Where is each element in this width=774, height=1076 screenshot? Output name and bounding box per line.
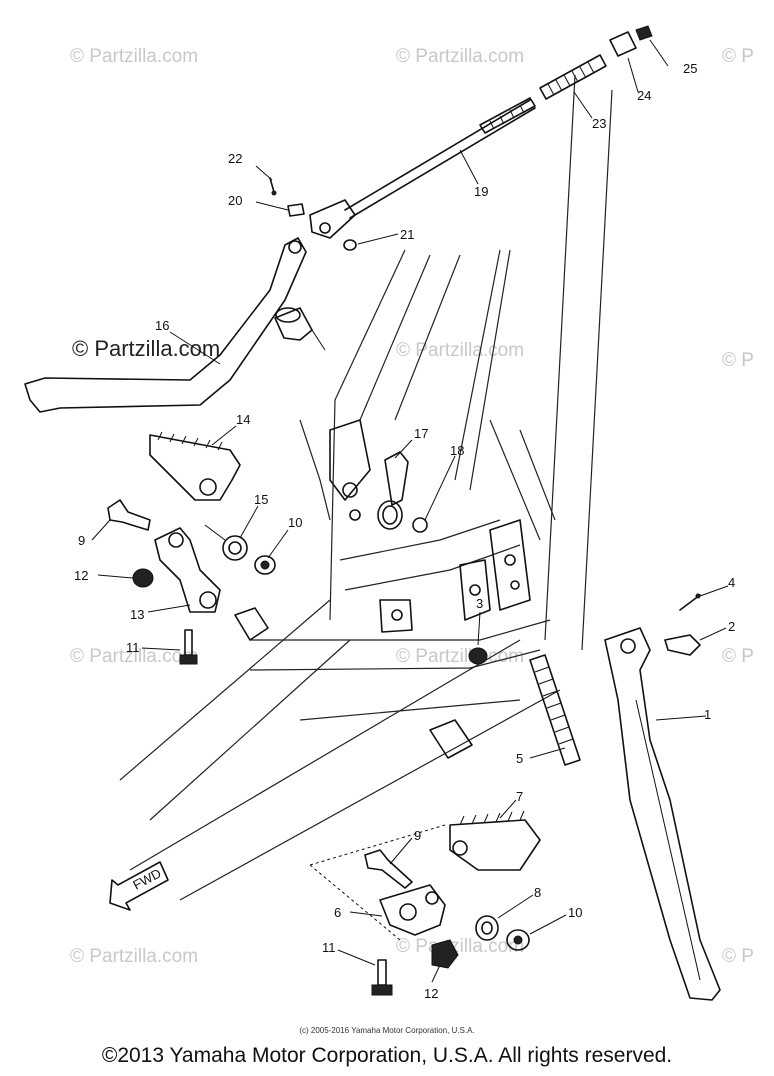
bolt-2 <box>664 634 701 656</box>
spring-15 <box>204 524 248 561</box>
callout-1: 1 <box>704 707 711 722</box>
cotter-pin-22 <box>269 177 277 196</box>
copyright-notice: ©2013 Yamaha Motor Corporation, U.S.A. A… <box>101 1044 673 1067</box>
bushing-mount <box>234 607 269 641</box>
callout-9b: 9 <box>414 828 421 843</box>
footrest-14 <box>149 431 241 501</box>
pin-4 <box>679 593 701 611</box>
bracket-17 <box>384 451 409 506</box>
callout-10a: 10 <box>288 515 302 530</box>
callout-5: 5 <box>516 751 523 766</box>
watermark: © Partzilla.com <box>396 46 525 67</box>
callout-14: 14 <box>236 412 250 427</box>
callout-18: 18 <box>450 443 464 458</box>
spring-5 <box>529 654 581 766</box>
spring-8 <box>475 915 499 941</box>
footrest-7 <box>449 810 541 871</box>
callout-11a: 11 <box>126 640 140 655</box>
callout-25: 25 <box>683 61 697 76</box>
nut-3 <box>468 647 488 665</box>
callout-23: 23 <box>592 116 606 131</box>
brake-rod <box>344 97 536 219</box>
callout-11b: 11 <box>322 940 336 955</box>
washer-21 <box>343 239 357 251</box>
callout-9a: 9 <box>78 533 85 548</box>
bracket-6 <box>379 884 446 936</box>
collar-12 <box>132 568 154 588</box>
nut-25 <box>635 25 653 41</box>
watermark: © Partzilla.com <box>70 946 199 967</box>
fwd-label: FWD <box>130 866 163 893</box>
leader-lines <box>91 39 729 983</box>
watermark: © P <box>722 946 754 967</box>
clevis-joint <box>309 199 356 239</box>
frame <box>119 74 613 901</box>
callout-8: 8 <box>534 885 541 900</box>
washer-10b <box>506 929 530 951</box>
fwd-arrow-icon: FWD <box>109 861 169 911</box>
callout-13: 13 <box>130 607 144 622</box>
callout-17: 17 <box>414 426 428 441</box>
washer-10 <box>254 555 276 575</box>
spring-coil <box>377 500 403 530</box>
brake-pedal-16 <box>24 237 326 413</box>
callout-6: 6 <box>334 905 341 920</box>
washer-18 <box>412 517 428 533</box>
bolt-9 <box>107 499 151 531</box>
callout-10b: 10 <box>568 905 582 920</box>
bolt-11 <box>179 629 198 665</box>
parts-diagram: FWD 25 24 23 19 <box>24 25 735 1001</box>
watermark: © P <box>722 350 754 371</box>
nut-12b <box>431 939 459 969</box>
bushing-mount-b <box>429 719 473 759</box>
callouts: 25 24 23 19 22 20 21 16 14 17 18 15 10 9… <box>74 61 735 1001</box>
callout-12b: 12 <box>424 986 438 1001</box>
callout-7: 7 <box>516 789 523 804</box>
bolt-11b <box>371 959 393 996</box>
callout-12a: 12 <box>74 568 88 583</box>
callout-21: 21 <box>400 227 414 242</box>
collar-24 <box>609 31 637 57</box>
callout-22: 22 <box>228 151 242 166</box>
brake-spring-23 <box>539 54 607 100</box>
sidestand-1 <box>604 627 721 1001</box>
bolt-9b <box>364 849 413 889</box>
callout-24: 24 <box>637 88 651 103</box>
callout-4: 4 <box>728 575 735 590</box>
copyright-small: (c) 2005-2016 Yamaha Motor Corporation, … <box>299 1026 475 1035</box>
watermark: © P <box>722 46 754 67</box>
watermark: © Partzilla.com <box>70 46 199 67</box>
callout-20: 20 <box>228 193 242 208</box>
callout-2: 2 <box>728 619 735 634</box>
bracket-13 <box>154 527 221 613</box>
frame-brackets <box>329 419 531 633</box>
watermark: © P <box>722 646 754 667</box>
watermark: © Partzilla.com <box>396 936 525 957</box>
callout-3: 3 <box>476 596 483 611</box>
callout-15: 15 <box>254 492 268 507</box>
pin-20 <box>287 203 305 217</box>
callout-16: 16 <box>155 318 169 333</box>
callout-19: 19 <box>474 184 488 199</box>
dashed-guide <box>309 824 446 941</box>
watermark: © Partzilla.com <box>70 646 199 667</box>
